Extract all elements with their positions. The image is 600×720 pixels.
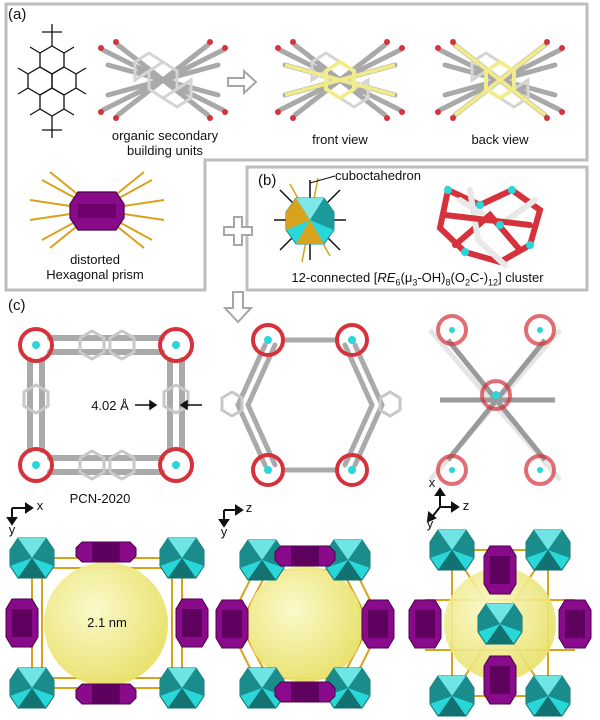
arrow-down-icon: [222, 291, 254, 324]
cluster-caption-mid1: (μ: [400, 270, 413, 285]
topology-view-1: [5, 537, 209, 709]
cluster-caption-sub3: 3: [412, 277, 418, 288]
pore-size-label: 2.1 nm: [87, 615, 127, 630]
axis2-y-label: y: [220, 524, 228, 539]
cluster-caption-re: RE: [377, 270, 396, 285]
cuboctahedron-caption: cuboctahedron: [335, 168, 422, 183]
plus-icon: [223, 216, 253, 246]
axis3-z-label: z: [462, 498, 470, 513]
panel-c-label: (c): [8, 297, 26, 314]
axis2-z-label: z: [245, 500, 253, 515]
axis3-x-label: x: [428, 475, 436, 490]
sbu-caption-line2: building units: [127, 143, 203, 158]
distance-label: 4.02 Å: [85, 398, 135, 413]
arrow-right-icon: [227, 68, 258, 96]
cluster-caption-sub6: 6: [395, 277, 401, 288]
cluster-caption-mid4: C-): [470, 270, 489, 285]
axis1-x-label: x: [36, 498, 44, 513]
panel-a-label: (a): [8, 6, 27, 23]
cluster-caption-prefix: 12-connected [: [291, 270, 378, 285]
sbu-caption-line1: organic secondary: [111, 128, 219, 143]
front-view-caption: front view: [312, 132, 368, 147]
cluster-caption-suffix: ] cluster: [498, 270, 544, 285]
back-view-caption: back view: [471, 132, 529, 147]
cluster-caption: 12-connected [RE6(μ3-OH)8(O2C-)12] clust…: [250, 270, 585, 291]
cluster-caption-sub2: 2: [464, 277, 470, 288]
cluster-caption-sub12: 12: [488, 277, 499, 288]
framework-name: PCN-2020: [69, 491, 131, 506]
cluster-caption-mid2: -OH): [417, 270, 446, 285]
axis3-y-label: y: [426, 516, 434, 531]
axis1-y-label: y: [8, 522, 16, 537]
cluster-caption-mid3: (O: [450, 270, 465, 285]
cluster-caption-sub8: 8: [445, 277, 451, 288]
panel-b-label: (b): [258, 172, 277, 189]
prism-caption-line1: distorted: [70, 252, 120, 267]
prism-caption-line2: Hexagonal prism: [46, 267, 144, 282]
topology-view-2: [215, 539, 395, 709]
topology-view-3: [408, 529, 592, 717]
